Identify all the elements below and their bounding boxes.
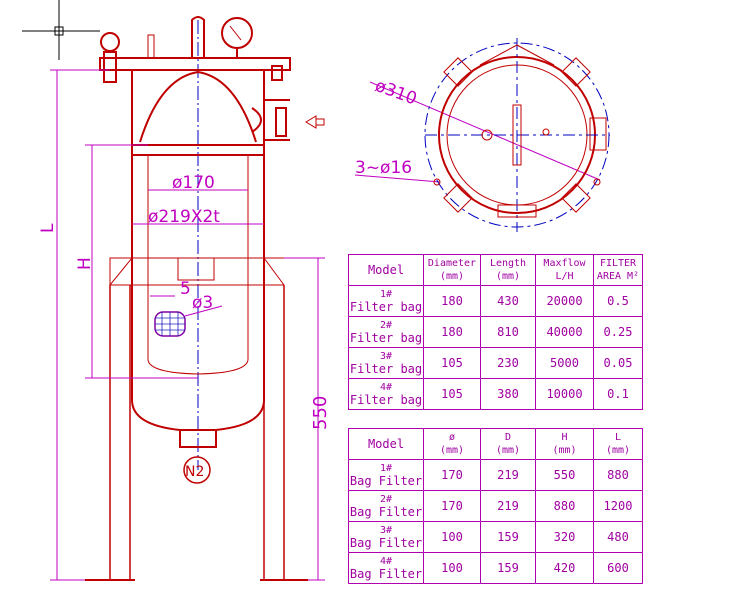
table-cell: 380 [480, 378, 536, 410]
nozzle-marker [183, 456, 211, 484]
table-cell: 40000 [535, 316, 594, 348]
model-cell: 1#Bag Filter [348, 459, 424, 491]
table-cell: 105 [423, 378, 481, 410]
header-cell: H(mm) [535, 428, 594, 460]
table-cell: 170 [423, 459, 481, 491]
table-cell: 810 [480, 316, 536, 348]
label-flange-diameter: ø310 [372, 76, 419, 109]
model-cell: 1#Filter bag [348, 285, 424, 317]
table-cell: 180 [423, 316, 481, 348]
table-cell: 320 [535, 521, 594, 553]
table-cell: 10000 [535, 378, 594, 410]
mesh-hatch [155, 312, 185, 336]
table-cell: 420 [535, 552, 594, 584]
label-L: L [38, 223, 58, 233]
table-cell: 100 [423, 521, 481, 553]
vessel-outline [85, 16, 325, 581]
table-cell: 600 [593, 552, 643, 584]
table-cell: 0.25 [593, 316, 643, 348]
table-cell: 880 [593, 459, 643, 491]
table-cell: 550 [535, 459, 594, 491]
table-cell: 5000 [535, 347, 594, 379]
header-cell: Model [348, 428, 424, 460]
table-cell: 100 [423, 552, 481, 584]
crosshair [22, 0, 100, 60]
header-cell: D(mm) [480, 428, 536, 460]
table-cell: 230 [480, 347, 536, 379]
header-cell: Model [348, 254, 424, 286]
model-cell: 2#Bag Filter [348, 490, 424, 522]
table-cell: 219 [480, 459, 536, 491]
dimension-lines [50, 69, 601, 581]
table-cell: 159 [480, 552, 536, 584]
label-mesh-pitch: 5 [180, 279, 191, 299]
label-mesh-hole: ø3 [192, 293, 213, 313]
table-cell: 159 [480, 521, 536, 553]
label-bolt-holes: 3~ø16 [355, 158, 412, 178]
table-cell: 0.1 [593, 378, 643, 410]
header-cell: L(mm) [593, 428, 643, 460]
table-header-row: Model ø(mm) D(mm) H(mm) L(mm) [348, 428, 643, 460]
label-H: H [75, 257, 95, 270]
bag-filter-table: Model ø(mm) D(mm) H(mm) L(mm) 1#Bag Filt… [348, 428, 643, 584]
top-view [424, 38, 610, 232]
label-bag-diameter: ø170 [172, 173, 215, 193]
model-cell: 4#Filter bag [348, 378, 424, 410]
table-cell: 219 [480, 490, 536, 522]
model-cell: 3#Filter bag [348, 347, 424, 379]
table-cell: 170 [423, 490, 481, 522]
table-cell: 1200 [593, 490, 643, 522]
table-cell: 180 [423, 285, 481, 317]
table-cell: 430 [480, 285, 536, 317]
label-shell-diameter: ø219X2t [148, 207, 220, 227]
table-cell: 0.05 [593, 347, 643, 379]
header-cell: Diameter(mm) [423, 254, 481, 286]
table-cell: 20000 [535, 285, 594, 317]
model-cell: 2#Filter bag [348, 316, 424, 348]
model-cell: 4#Bag Filter [348, 552, 424, 584]
header-cell: ø(mm) [423, 428, 481, 460]
label-leg-height: 550 [310, 396, 331, 430]
header-cell: Length(mm) [480, 254, 536, 286]
table-cell: 105 [423, 347, 481, 379]
label-nozzle: N2 [185, 464, 204, 480]
model-cell: 3#Bag Filter [348, 521, 424, 553]
table-cell: 480 [593, 521, 643, 553]
table-cell: 880 [535, 490, 594, 522]
table-cell: 0.5 [593, 285, 643, 317]
